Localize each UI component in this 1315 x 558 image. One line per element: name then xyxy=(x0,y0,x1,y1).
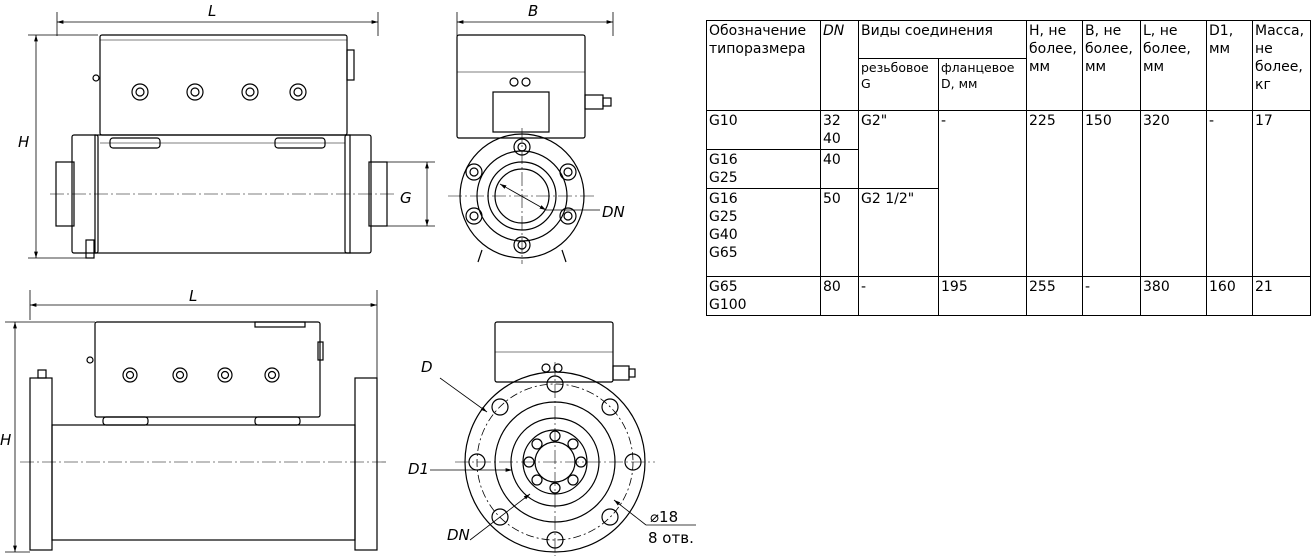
cell-b: 150 xyxy=(1082,110,1141,277)
dim-d: D xyxy=(421,358,433,376)
cell-l: 320 xyxy=(1140,110,1207,277)
header-l: L, не более, мм xyxy=(1140,20,1207,111)
cell-flange: - xyxy=(938,110,1027,277)
cell-mass: 21 xyxy=(1252,276,1311,316)
top-side-view xyxy=(28,12,435,259)
dim-l-top: L xyxy=(208,2,216,20)
header-b: B, не более, мм xyxy=(1082,20,1141,111)
cell-size: G65 G100 xyxy=(706,276,821,316)
cell-thread: G2" xyxy=(858,110,939,189)
cell-d1: 160 xyxy=(1206,276,1253,316)
header-d1: D1, мм xyxy=(1206,20,1253,111)
cell-flange: 195 xyxy=(938,276,1027,316)
header-thread: резьбовое G xyxy=(858,58,939,111)
header-flange: фланцевое D, мм xyxy=(938,58,1027,111)
dim-dn-top: DN xyxy=(602,203,625,221)
cell-d1: - xyxy=(1206,110,1253,277)
header-mass: Масса, не более, кг xyxy=(1252,20,1311,111)
cell-size: G16 G25 G40 G65 xyxy=(706,188,821,277)
cell-thread: - xyxy=(858,276,939,316)
cell-dn: 40 xyxy=(820,149,859,189)
dim-d1: D1 xyxy=(408,460,429,478)
specification-table: Обозначение типоразмера DN Виды соединен… xyxy=(706,20,1311,316)
cell-dn: 32 40 xyxy=(820,110,859,150)
cell-thread: G2 1/2" xyxy=(858,188,939,277)
cell-l: 380 xyxy=(1140,276,1207,316)
dim-b-top: B xyxy=(528,2,538,20)
technical-drawing: L H B G DN L H D D1 DN ⌀18 8 отв. xyxy=(0,2,696,556)
header-size: Обозначение типоразмера xyxy=(706,20,821,111)
header-dn: DN xyxy=(820,20,859,111)
top-end-view xyxy=(448,12,614,264)
terminal-screws xyxy=(122,367,280,383)
dim-h-top: H xyxy=(18,133,29,151)
cell-size: G10 xyxy=(706,110,821,150)
bottom-end-view xyxy=(430,321,696,556)
sensor-holes xyxy=(523,430,587,494)
cell-mass: 17 xyxy=(1252,110,1311,277)
cell-b: - xyxy=(1082,276,1141,316)
dim-holes-diameter: ⌀18 xyxy=(650,508,678,526)
cell-dn: 50 xyxy=(820,188,859,277)
terminal-screws xyxy=(131,83,307,101)
header-connection: Виды соединения xyxy=(858,20,1027,59)
dim-holes-count: 8 отв. xyxy=(648,529,694,547)
dim-g: G xyxy=(400,189,412,207)
cell-h: 255 xyxy=(1026,276,1083,316)
cell-size: G16 G25 xyxy=(706,149,821,189)
dim-l-bottom: L xyxy=(189,287,197,305)
cell-h: 225 xyxy=(1026,110,1083,277)
dim-h-bottom: H xyxy=(0,431,11,449)
dim-dn-bottom: DN xyxy=(447,526,470,544)
header-h: H, не более, мм xyxy=(1026,20,1083,111)
bottom-side-view xyxy=(5,290,388,553)
cell-dn: 80 xyxy=(820,276,859,316)
